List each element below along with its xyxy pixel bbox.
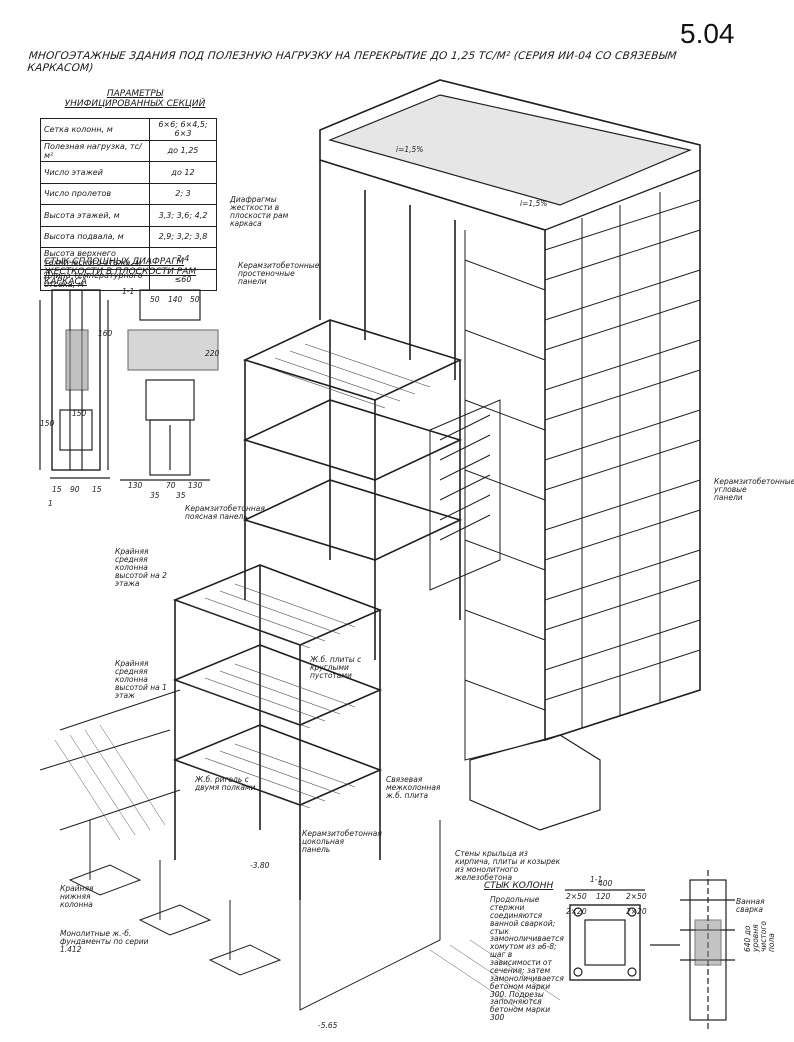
dimension-label: 140 [168, 295, 183, 304]
diaphragm-joint-detail [39, 289, 219, 481]
hollow-slabs-label: Ж.б. плиты с круглыми пустотами [310, 655, 362, 680]
section-mark-1: 1-1 [122, 287, 135, 296]
plinth-panel-label: Керамзитобетонная цокольная панель [302, 829, 382, 854]
section-arrow-mark: 1 [48, 499, 53, 508]
dimension-label: 2×20 [566, 907, 587, 916]
dimension-label: 130 [128, 481, 143, 490]
page-number: 5.04 [680, 18, 735, 49]
dimension-label: 2×50 [626, 892, 647, 901]
column-joint-detail [565, 870, 735, 1030]
slope-label-2: i=1,5% [520, 199, 548, 208]
porch-walls-label: Стены крыльца из кирпича, плиты и козыре… [455, 849, 561, 882]
slope-label-1: i=1,5% [396, 145, 424, 154]
dimension-label: 35 [150, 491, 160, 500]
diaphragm-joint-title: СТЫК СПЛОШНЫХ ДИАФРАГМ ЖЕСТКОСТИ В ПЛОСК… [44, 257, 197, 287]
dimension-label: 400 [598, 879, 613, 888]
level-mark-1: -3.80 [250, 861, 270, 870]
column-2floor-label: Крайняя средняя колонна высотой на 2 эта… [115, 547, 167, 588]
dimension-label: 220 [205, 349, 220, 358]
column-section-mark: 1-1 [590, 875, 603, 884]
dimension-label: 50 [150, 295, 160, 304]
level-mark-2: -5.65 [318, 1021, 338, 1030]
diaphragm-label: Диафрагмы жесткости в плоскости рам карк… [230, 195, 289, 228]
dimension-label: 2×20 [626, 907, 647, 916]
building-isometric [39, 79, 701, 1011]
bottom-column-label: Крайняя нижняя колонна [60, 884, 94, 909]
foundations-label: Монолитные ж.-б. фундаменты по серии 1.4… [60, 929, 149, 954]
dimension-label: 120 [596, 892, 611, 901]
dimension-label: 160 [98, 329, 113, 338]
dimension-label: 2×50 [566, 892, 587, 901]
partition-panel-label: Керамзитобетонные простеночные панели [238, 261, 320, 286]
column-1floor-label: Крайняя средняя колонна высотой на 1 эта… [115, 659, 167, 700]
belt-panel-label: Керамзитобетонная поясная панель [185, 504, 265, 521]
params-row: Длина температурного отсека, м≤60 [40, 268, 217, 291]
dimension-label: 15 [92, 485, 102, 494]
dimension-label: 150 [40, 419, 55, 428]
girder-label: Ж.б. ригель с двумя полками [195, 775, 256, 792]
floor-note: 640 до уровня чистого пола [743, 921, 776, 952]
params-title: ПАРАМЕТРЫ УНИФИЦИРОВАННЫХ СЕКЦИЙ [64, 89, 206, 109]
dimension-label: 150 [72, 409, 87, 418]
tie-slab-label: Связевая межколонная ж.б. плита [386, 775, 441, 800]
dimension-label: 15 [52, 485, 62, 494]
dimension-label: 130 [188, 481, 203, 490]
dimension-label: 50 [190, 295, 200, 304]
column-joint-text: Продольные стержни соединяются ванной св… [490, 895, 564, 1023]
dimension-label: 70 [166, 481, 176, 490]
column-joint-title: СТЫК КОЛОНН [484, 881, 554, 891]
weld-label: Ванная сварка [736, 897, 765, 914]
dimension-label: 35 [176, 491, 186, 500]
dimension-label: 90 [70, 485, 80, 494]
corner-panels-label: Керамзитобетонные угловые панели [714, 477, 794, 502]
